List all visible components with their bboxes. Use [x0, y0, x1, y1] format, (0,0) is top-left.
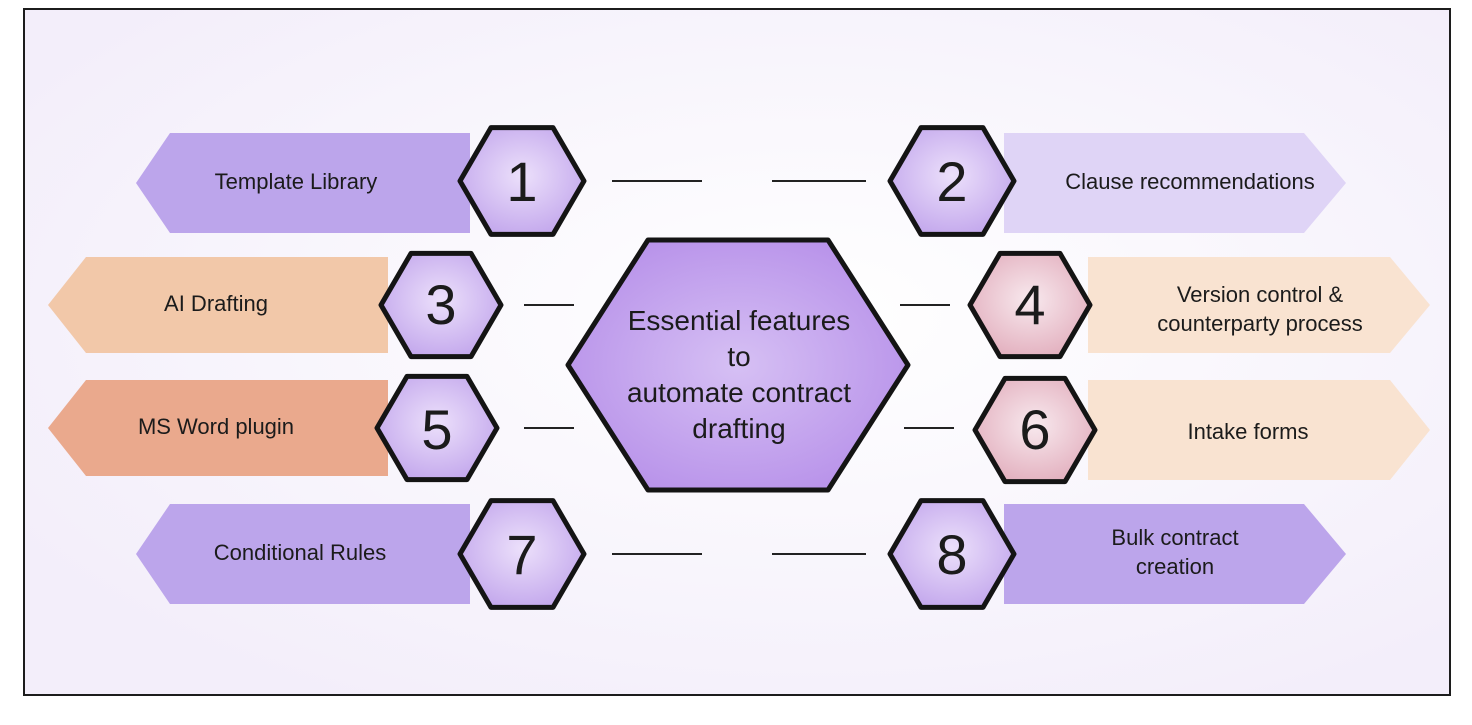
feature-label-8: Bulk contract creation [1111, 525, 1238, 579]
feature-item-4: Version control & counterparty process 4 [967, 250, 1430, 360]
feature-banner-8 [1004, 504, 1346, 604]
feature-number-3: 3 [425, 273, 456, 336]
feature-label-2: Clause recommendations [1065, 169, 1314, 194]
feature-number-8: 8 [936, 523, 967, 586]
feature-hexagon-4 [967, 250, 1093, 360]
feature-item-7: Conditional Rules 7 [136, 498, 587, 610]
text-line: counterparty process [1157, 311, 1362, 336]
feature-banner-1 [136, 133, 470, 233]
feature-banner-3 [48, 257, 388, 353]
feature-hexagon-5 [374, 373, 500, 483]
text-line: Conditional Rules [214, 540, 386, 565]
feature-number-6: 6 [1019, 398, 1050, 461]
center-hexagon [565, 237, 911, 493]
feature-number-5: 5 [421, 398, 452, 461]
feature-item-1: Template Library 1 [136, 125, 587, 237]
text-line: creation [1136, 554, 1214, 579]
feature-hexagon-8 [887, 498, 1017, 610]
feature-banner-2 [1004, 133, 1346, 233]
feature-number-1: 1 [506, 150, 537, 213]
text-line: drafting [692, 413, 785, 444]
feature-item-5: MS Word plugin 5 [48, 373, 500, 483]
feature-item-6: Intake forms 6 [972, 375, 1430, 485]
feature-hexagon-3 [378, 250, 504, 360]
center-title: Essential features to automate contract dra… [627, 305, 851, 444]
feature-item-3: AI Drafting 3 [48, 250, 504, 360]
feature-label-7: Conditional Rules [214, 540, 386, 565]
feature-number-2: 2 [936, 150, 967, 213]
feature-item-2: Clause recommendations 2 [887, 125, 1346, 237]
text-line: Clause recommendations [1065, 169, 1314, 194]
feature-hexagon-2 [887, 125, 1017, 237]
text-line: Version control & [1177, 282, 1344, 307]
feature-hexagon-7 [457, 498, 587, 610]
feature-number-7: 7 [506, 523, 537, 586]
connectors [524, 180, 954, 555]
text-line: Intake forms [1187, 419, 1308, 444]
center-node: Essential features to automate contract dra… [565, 237, 911, 493]
feature-label-1: Template Library [215, 169, 378, 194]
text-line: Essential features [628, 305, 851, 336]
feature-banner-5 [48, 380, 388, 476]
feature-hexagon-1 [457, 125, 587, 237]
feature-label-6: Intake forms [1187, 419, 1308, 444]
feature-number-4: 4 [1014, 273, 1045, 336]
text-line: Bulk contract [1111, 525, 1238, 550]
text-line: Template Library [215, 169, 378, 194]
feature-banner-6 [1088, 380, 1430, 480]
text-line: AI Drafting [164, 291, 268, 316]
feature-label-3: AI Drafting [164, 291, 268, 316]
feature-banner-7 [136, 504, 470, 604]
feature-label-4: Version control & counterparty process [1157, 282, 1362, 336]
text-line: automate contract [627, 377, 851, 408]
feature-item-8: Bulk contract creation 8 [887, 498, 1346, 610]
feature-label-5: MS Word plugin [138, 414, 294, 439]
feature-hexagon-6 [972, 375, 1098, 485]
text-line: to [727, 341, 750, 372]
feature-banner-4 [1088, 257, 1430, 353]
text-line: MS Word plugin [138, 414, 294, 439]
